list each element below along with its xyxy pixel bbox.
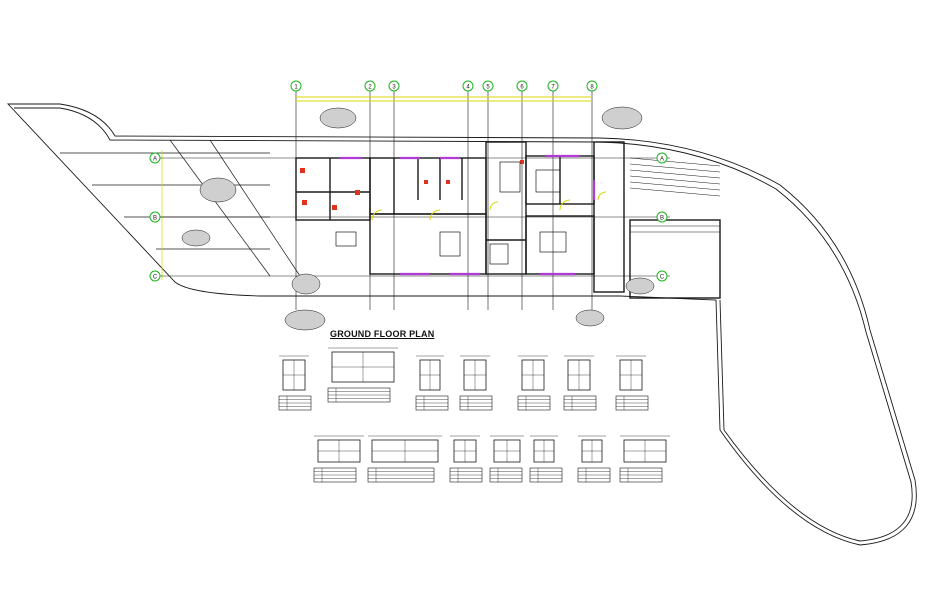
grid-label: 5 xyxy=(486,85,490,91)
plumbing-fixtures xyxy=(300,160,524,210)
grid-bubble-top: 2 xyxy=(364,80,376,92)
detail-sheet xyxy=(489,435,524,483)
site-boundary xyxy=(6,103,917,546)
grid-bubble-top: 4 xyxy=(462,80,474,92)
top-dimension-line xyxy=(296,96,592,102)
grid-bubbles: 1 2 3 4 5 6 7 8A A B B C C xyxy=(149,80,668,282)
grid-label: 6 xyxy=(520,85,524,91)
grid-label: 8 xyxy=(590,85,594,91)
detail-sheet xyxy=(459,355,493,411)
grid-bubble-side: B xyxy=(149,211,161,223)
detail-sheet xyxy=(615,355,649,411)
grid-label: 4 xyxy=(466,85,470,91)
detail-drawings xyxy=(278,347,670,483)
grid-bubble-top: 6 xyxy=(516,80,528,92)
right-ramp-hatch xyxy=(629,157,721,233)
detail-sheet xyxy=(313,435,364,483)
grid-label: 3 xyxy=(392,85,396,91)
window-accents xyxy=(340,154,596,276)
grid-bubble-top: 3 xyxy=(388,80,400,92)
parking-area xyxy=(60,139,301,280)
grid-bubble-top: 8 xyxy=(586,80,598,92)
grid-label: B xyxy=(660,216,664,222)
landscape-shrubs xyxy=(181,106,655,331)
detail-sheet xyxy=(367,435,442,483)
grid-label: 1 xyxy=(294,85,298,91)
grid-bubble-top: 7 xyxy=(547,80,559,92)
detail-sheet xyxy=(577,435,611,483)
grid-label: A xyxy=(153,157,157,163)
furniture xyxy=(335,161,567,265)
grid-label: A xyxy=(660,157,664,163)
detail-sheet xyxy=(327,347,398,403)
grid-label: B xyxy=(153,216,157,222)
plan-title: GROUND FLOOR PLAN xyxy=(330,329,435,339)
grid-bubble-side: C xyxy=(149,270,161,282)
detail-sheet xyxy=(563,355,597,411)
grid-label: 7 xyxy=(551,85,555,91)
detail-sheet xyxy=(278,355,312,411)
grid-bubble-side: B xyxy=(656,211,668,223)
grid-bubble-top: 1 xyxy=(290,80,302,92)
grid-label: C xyxy=(660,275,665,281)
grid-label: C xyxy=(153,275,158,281)
detail-sheet xyxy=(619,435,670,483)
detail-sheet xyxy=(529,435,563,483)
grid-bubble-top: 5 xyxy=(482,80,494,92)
detail-sheet xyxy=(517,355,551,411)
grid-bubble-side: A xyxy=(656,152,668,164)
detail-sheet xyxy=(415,355,449,411)
grid-label: 2 xyxy=(368,85,372,91)
building-walls xyxy=(295,141,721,299)
detail-sheet xyxy=(449,435,483,483)
door-swings xyxy=(371,191,607,221)
grid-bubble-side: A xyxy=(149,152,161,164)
grid-bubble-side: C xyxy=(656,270,668,282)
